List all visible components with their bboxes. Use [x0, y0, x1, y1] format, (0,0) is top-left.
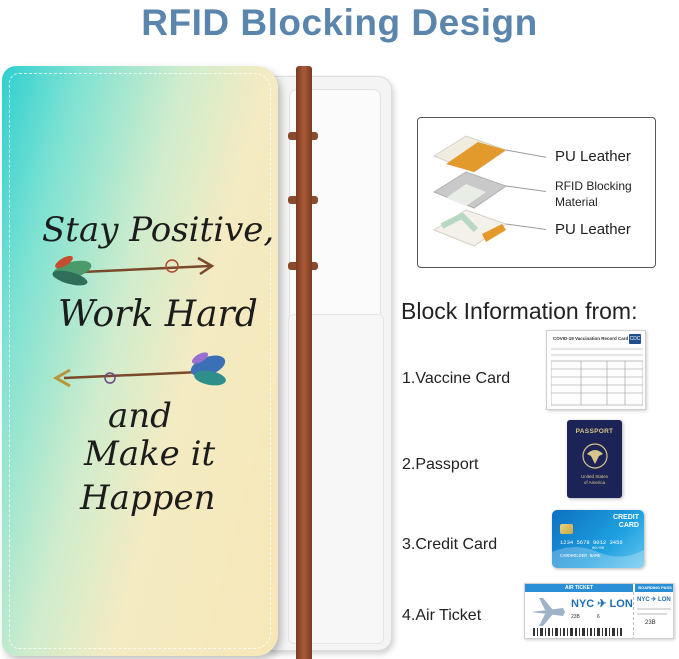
- credit-card-image: CREDIT CARD 1234 5678 9012 3456 00/00 CA…: [552, 510, 644, 568]
- quote-line: Work Hard: [58, 294, 258, 335]
- arrow-feather-icon: [52, 255, 215, 286]
- vaccine-table-grid: [551, 348, 643, 406]
- card-expiry: 00/00: [592, 547, 605, 551]
- quote-line: Make it: [84, 434, 216, 474]
- front-cover: Stay Positive, Work Hard and Make it Hap…: [2, 66, 278, 656]
- arrow-feather-icon: [52, 352, 226, 388]
- layer-label-rfid: RFID Blocking Material: [555, 179, 632, 209]
- ticket-route: NYC ✈ LON: [571, 598, 633, 610]
- layers-stack-icon: [432, 135, 546, 247]
- ticket-seat: 23B: [571, 614, 580, 620]
- rfid-layers-panel: PU Leather RFID Blocking Material PU Lea…: [417, 117, 656, 268]
- card-wave-pattern: [552, 547, 644, 568]
- card-number: 1234 5678 9012 3456: [560, 539, 623, 546]
- item-vaccine-card: 1.Vaccine Card: [402, 370, 511, 387]
- passport-heading: PASSPORT: [575, 428, 614, 435]
- ticket-barcode: [533, 628, 622, 636]
- passport-image: PASSPORT United States of America: [567, 420, 622, 498]
- credit-card-heading: CREDIT CARD: [612, 514, 639, 529]
- passport-holder-image: Stay Positive, Work Hard and Make it Hap…: [0, 66, 395, 659]
- card-holder: CARDHOLDER NAME: [560, 554, 601, 559]
- vaccine-card-heading: COVID-19 Vaccination Record Card: [553, 336, 629, 341]
- cdc-logo-icon: CDC: [629, 334, 641, 344]
- quote-line: Stay Positive,: [42, 210, 275, 250]
- air-ticket-image: AIR TICKET BOARDING PASS NYC ✈ LON 23B 6…: [524, 583, 674, 639]
- ticket-gate: 6: [597, 614, 600, 620]
- ticket-perforation: [633, 592, 634, 638]
- quote-line: and: [108, 396, 172, 436]
- ticket-stub-route: NYC ✈ LON: [637, 597, 671, 603]
- layer-label-pu-leather-bottom: PU Leather: [555, 221, 631, 238]
- ticket-header: AIR TICKET: [525, 584, 633, 592]
- item-credit-card: 3.Credit Card: [402, 536, 498, 553]
- passport-caption: United States of America: [580, 474, 608, 485]
- quote-line: Happen: [80, 478, 216, 518]
- chip-icon: [560, 524, 573, 534]
- layer-label-pu-leather-top: PU Leather: [555, 148, 631, 165]
- item-air-ticket: 4.Air Ticket: [402, 607, 482, 624]
- item-passport: 2.Passport: [402, 456, 479, 473]
- block-info-heading: Block Information from:: [401, 298, 638, 324]
- ticket-stub-seat: 23B: [645, 620, 656, 626]
- ticket-stub-header: BOARDING PASS: [635, 584, 673, 592]
- airplane-icon: [531, 598, 565, 626]
- elastic-band: [296, 66, 312, 659]
- stub-line: [637, 608, 671, 610]
- eagle-seal-icon: [582, 443, 608, 469]
- vaccine-card-image: COVID-19 Vaccination Record Card CDC: [546, 330, 646, 410]
- page-title: RFID Blocking Design: [141, 2, 538, 43]
- stub-line: [637, 613, 667, 615]
